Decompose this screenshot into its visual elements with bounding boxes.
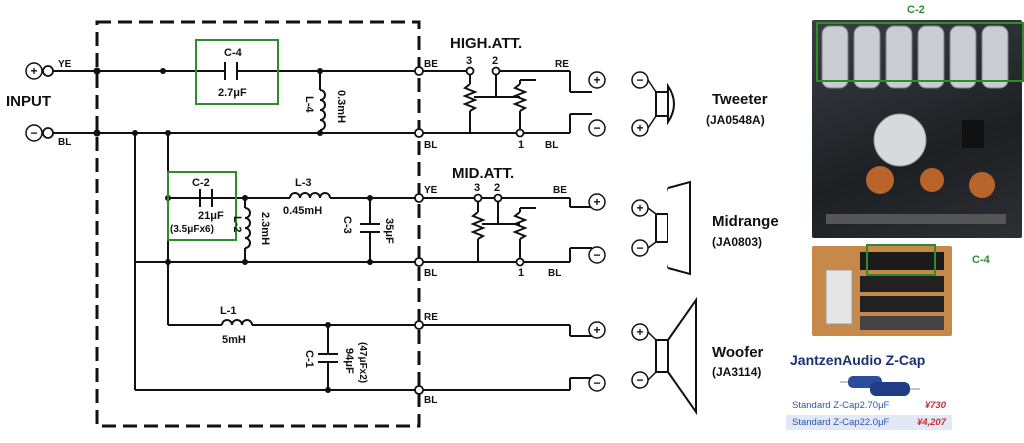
crossover-enclosure bbox=[95, 20, 421, 428]
mid-att-bl-left: BL bbox=[424, 268, 437, 279]
c2-photo-highlight bbox=[816, 22, 1024, 82]
plus-icon: + bbox=[593, 73, 600, 87]
crossover-photo-bottom bbox=[812, 246, 952, 336]
high-att-pin2: 2 bbox=[492, 55, 498, 67]
tweeter-model: (JA0548A) bbox=[706, 113, 765, 127]
high-att-pin3: 3 bbox=[466, 55, 472, 67]
plus-icon: + bbox=[636, 121, 643, 135]
input-label: INPUT bbox=[6, 93, 51, 110]
plus-icon: + bbox=[636, 201, 643, 215]
high-att-bl-right: BL bbox=[545, 140, 558, 151]
mid-att-be: BE bbox=[553, 185, 567, 196]
c3-name: C-3 bbox=[341, 216, 353, 234]
plus-icon: + bbox=[636, 325, 643, 339]
product-row-1-price: ¥730 bbox=[924, 400, 946, 411]
product-row-2-price: ¥4,207 bbox=[916, 417, 946, 428]
c4-photo-highlight bbox=[866, 244, 936, 276]
crossover-schematic: + − + − + − − + + − + − + − INPUT YE bbox=[6, 20, 779, 428]
c1-detail: (47μFx2) bbox=[357, 342, 368, 383]
product-row-2-name: Standard Z-Cap22.0μF bbox=[792, 417, 890, 428]
product-row-1: Standard Z-Cap2.70μF ¥730 bbox=[786, 398, 952, 413]
woofer-re: RE bbox=[424, 312, 438, 323]
capacitor-bank-icon bbox=[821, 25, 1009, 224]
l3-name: L-3 bbox=[295, 177, 312, 189]
photo-top-label: C-2 bbox=[907, 4, 925, 16]
woofer-model: (JA3114) bbox=[712, 365, 761, 379]
c2-name: C-2 bbox=[192, 177, 210, 189]
minus-icon: − bbox=[593, 121, 600, 135]
midrange-icon bbox=[655, 180, 691, 276]
l1-name: L-1 bbox=[220, 305, 237, 317]
product-row-1-name: Standard Z-Cap2.70μF bbox=[792, 400, 890, 411]
minus-icon: − bbox=[30, 126, 37, 140]
zcap-capacitor-icon bbox=[840, 376, 920, 396]
plus-icon: + bbox=[30, 64, 37, 78]
high-att-re: RE bbox=[555, 59, 569, 70]
photo-bottom-label: C-4 bbox=[972, 254, 990, 266]
c1-value: 94μF bbox=[343, 348, 355, 374]
tweeter-name: Tweeter bbox=[712, 91, 768, 108]
minus-icon: − bbox=[593, 376, 600, 390]
c4-value: 2.7μF bbox=[218, 87, 247, 99]
l2-name: L-2 bbox=[231, 216, 243, 233]
c1-name: C-1 bbox=[303, 350, 315, 368]
mid-att-bl-right: BL bbox=[548, 268, 561, 279]
minus-icon: − bbox=[636, 241, 643, 255]
midrange-model: (JA0803) bbox=[712, 235, 762, 249]
crossover-photo-top bbox=[812, 20, 1022, 238]
c2-highlight bbox=[167, 171, 237, 241]
l4-name: L-4 bbox=[303, 96, 315, 113]
woofer-bl: BL bbox=[424, 395, 437, 406]
input-bl-label: BL bbox=[58, 137, 71, 148]
c2-detail: (3.5μFx6) bbox=[170, 224, 214, 235]
mid-att-title: MID.ATT. bbox=[452, 165, 514, 182]
mid-att-pin2: 2 bbox=[494, 182, 500, 194]
woofer-icon bbox=[655, 296, 697, 416]
minus-icon: − bbox=[636, 373, 643, 387]
product-brand: JantzenAudio Z-Cap bbox=[790, 352, 926, 368]
mid-att-pin1: 1 bbox=[518, 267, 524, 279]
l3-value: 0.45mH bbox=[283, 205, 322, 217]
high-att-be: BE bbox=[424, 59, 438, 70]
input-ye-label: YE bbox=[58, 59, 72, 70]
mid-att-ye: YE bbox=[424, 185, 438, 196]
c4-highlight bbox=[195, 39, 279, 105]
woofer-name: Woofer bbox=[712, 344, 764, 361]
c4-name: C-4 bbox=[224, 47, 243, 59]
l1-value: 5mH bbox=[222, 334, 246, 346]
midrange-name: Midrange bbox=[712, 213, 779, 230]
mid-att-pin3: 3 bbox=[474, 182, 480, 194]
plus-icon: + bbox=[593, 323, 600, 337]
tweeter-icon bbox=[655, 82, 675, 126]
l4-value: 0.3mH bbox=[335, 90, 347, 123]
board-components-icon bbox=[825, 252, 944, 330]
minus-icon: − bbox=[636, 73, 643, 87]
high-att-pin1: 1 bbox=[518, 139, 524, 151]
plus-icon: + bbox=[593, 195, 600, 209]
minus-icon: − bbox=[593, 248, 600, 262]
high-att-bl-left: BL bbox=[424, 140, 437, 151]
l2-value: 2.3mH bbox=[259, 212, 271, 245]
product-row-2: Standard Z-Cap22.0μF ¥4,207 bbox=[786, 415, 952, 430]
c3-value: 35μF bbox=[383, 218, 395, 244]
c2-value: 21μF bbox=[198, 210, 224, 222]
high-att-title: HIGH.ATT. bbox=[450, 35, 522, 52]
